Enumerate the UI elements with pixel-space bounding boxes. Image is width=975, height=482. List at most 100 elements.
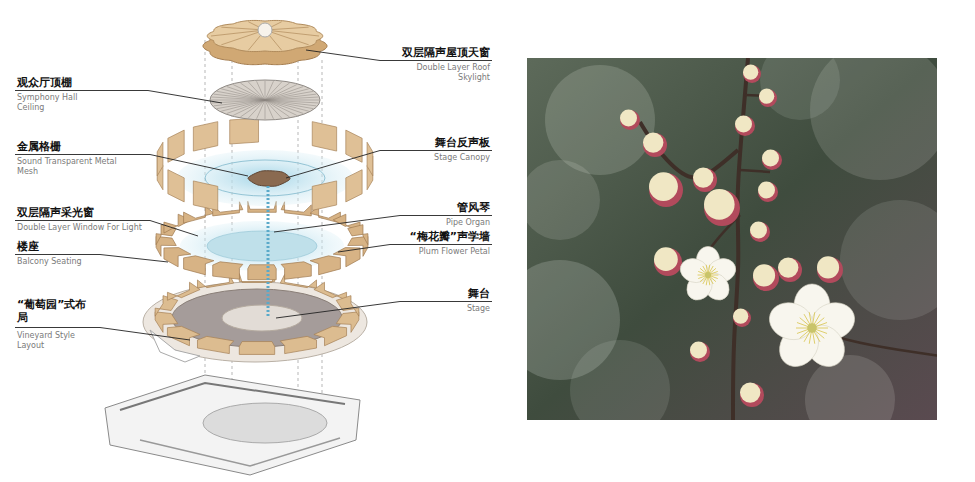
- callout-label: 双层隔声采光窗: [17, 206, 157, 219]
- mesh-ring: [205, 160, 325, 196]
- petal-panel: [367, 142, 373, 176]
- leader-line: [276, 302, 492, 319]
- ceiling-rib: [217, 91, 265, 100]
- bud: [693, 168, 717, 192]
- ceiling-rib: [265, 94, 316, 100]
- bud: [740, 383, 764, 407]
- petal-panel: [312, 181, 336, 210]
- callout-label: 观众厅顶棚: [17, 76, 137, 89]
- leader-line: [274, 216, 492, 233]
- bud: [690, 342, 707, 359]
- bud: [750, 222, 767, 239]
- pipe-organ: [267, 186, 270, 316]
- ceiling-rib: [221, 89, 265, 100]
- petal-panel: [193, 181, 217, 210]
- bud: [817, 256, 839, 278]
- callout-label-en: Vineyard Style Layout: [17, 331, 79, 350]
- bokeh: [527, 160, 600, 240]
- plum-blossom-photo: [527, 58, 937, 420]
- bud: [654, 248, 682, 276]
- bud: [733, 309, 748, 324]
- bud: [740, 382, 760, 402]
- ceiling-rib: [265, 85, 297, 100]
- bud: [759, 89, 777, 107]
- balcony-box: [184, 256, 214, 275]
- floor-plan: [105, 375, 360, 475]
- bud: [762, 150, 782, 170]
- vineyard-tier: [314, 282, 347, 300]
- petal-panel: [346, 170, 362, 202]
- callout-label-en: Double Layer Roof Skylight: [400, 63, 490, 82]
- balcony-box: [164, 248, 191, 267]
- callout-label-en: Stage Canopy: [380, 153, 490, 163]
- ceiling-rib: [265, 100, 303, 113]
- callout-label: 舞台: [380, 287, 490, 300]
- ceiling-rib: [265, 100, 266, 119]
- ceiling-rib: [265, 100, 297, 115]
- ceiling-rib: [257, 81, 265, 100]
- bud: [758, 182, 775, 199]
- stage-floor: [222, 305, 302, 331]
- ceiling-rib: [265, 100, 282, 118]
- ceiling-rib: [233, 85, 265, 100]
- bud: [735, 116, 755, 136]
- bud: [753, 264, 775, 286]
- stage-plan: [203, 403, 327, 443]
- vineyard-floor: [143, 282, 367, 362]
- callout-label-en: Pipe Organ: [380, 218, 490, 228]
- balcony-box: [213, 262, 243, 279]
- leader-lines: [15, 50, 492, 340]
- vineyard-tier: [336, 296, 359, 317]
- bud: [759, 89, 774, 104]
- petal-panel: [193, 122, 217, 151]
- bud: [649, 172, 678, 201]
- bud: [643, 132, 663, 152]
- bud: [817, 257, 843, 283]
- roof-skylight: [207, 20, 323, 51]
- floor-wall: [140, 438, 340, 466]
- bud: [704, 190, 740, 226]
- vineyard-tier: [314, 326, 347, 345]
- balcony-box: [248, 265, 276, 280]
- bud: [753, 265, 779, 291]
- callout-label-en: Double Layer Window For Light: [17, 223, 157, 233]
- bud: [643, 133, 667, 157]
- bud: [690, 342, 710, 362]
- vineyard-tier: [239, 342, 274, 355]
- ceiling-rib: [248, 82, 265, 100]
- petal-panel: [346, 130, 362, 162]
- leader-line: [15, 155, 248, 177]
- pistil: [705, 272, 711, 278]
- balcony-inner: [207, 231, 317, 261]
- callout-label: 金属格栅: [17, 140, 137, 153]
- vineyard-seats: [172, 289, 342, 347]
- callout-label: 双层隔声屋顶天窗: [380, 46, 490, 59]
- petal: [765, 297, 818, 345]
- petal: [677, 255, 711, 286]
- bokeh: [570, 340, 670, 420]
- bud: [762, 150, 779, 167]
- roof-rib: [211, 30, 265, 36]
- ceiling-disk: [210, 80, 320, 120]
- bokeh: [840, 200, 937, 320]
- branch: [640, 122, 738, 178]
- ceiling-rib: [265, 81, 266, 100]
- callout-label-en: Balcony Seating: [17, 257, 137, 267]
- ceiling-rib: [265, 100, 309, 111]
- bokeh: [805, 355, 895, 420]
- bud: [758, 182, 778, 202]
- leader-line: [286, 151, 492, 179]
- architecture-drawing: [105, 20, 373, 475]
- ceiling-rib: [227, 87, 265, 100]
- bud: [735, 116, 752, 133]
- branch: [733, 58, 748, 420]
- balcony-box: [281, 262, 311, 279]
- bud: [733, 309, 751, 327]
- bud: [778, 258, 802, 282]
- vineyard-tier: [155, 312, 178, 333]
- callout-label: 楼座: [17, 240, 137, 253]
- bokeh: [760, 58, 840, 120]
- petal-panel: [230, 118, 259, 144]
- petal-panel: [157, 142, 163, 176]
- callout-label: “葡萄园”式布局: [17, 298, 97, 324]
